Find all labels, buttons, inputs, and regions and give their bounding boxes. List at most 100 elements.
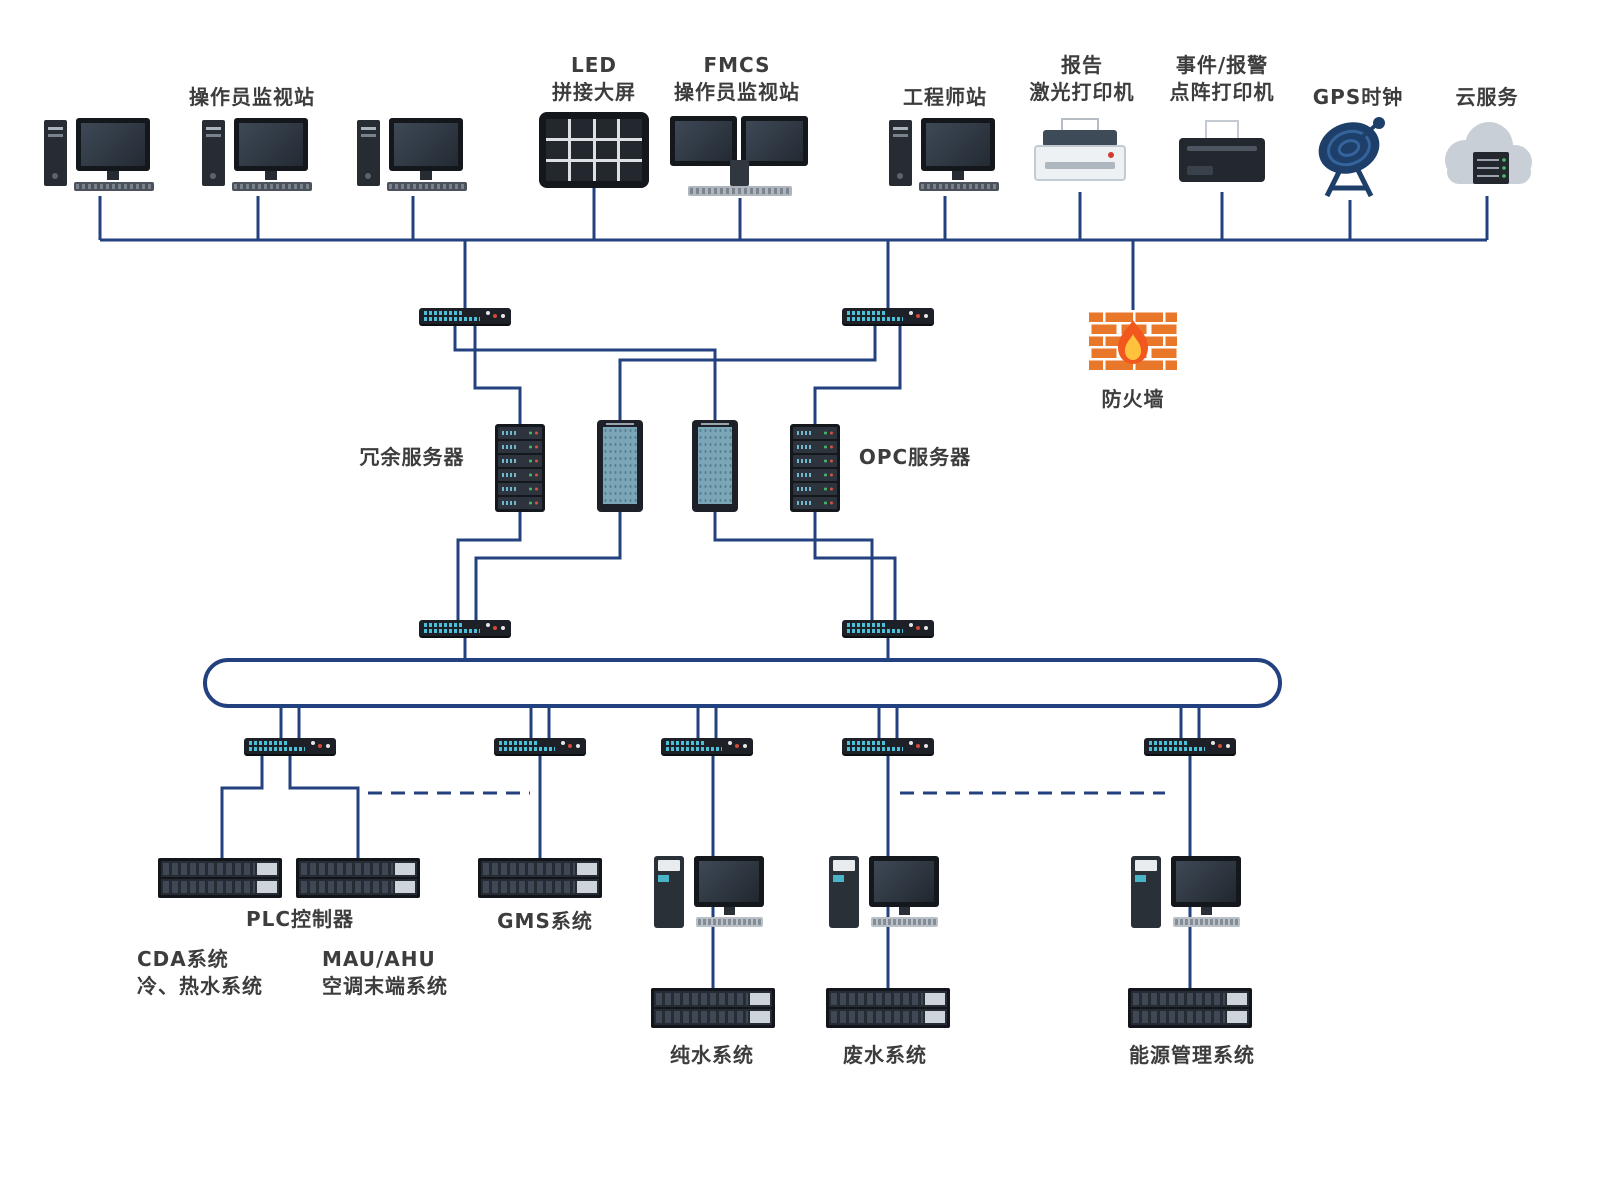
label-pure-water: 纯水系统	[670, 1043, 754, 1067]
label-mau-ahu: MAU/AHU 空调末端系统	[322, 947, 448, 998]
plc-rack-waste-water-icon	[826, 988, 950, 1028]
field-switch-5-icon	[1144, 738, 1236, 754]
pure-water-workstation-icon	[654, 856, 766, 936]
pc-keyboard-icon	[74, 182, 154, 191]
pc-monitor-icon	[1171, 856, 1241, 907]
pc-keyboard-icon	[387, 182, 467, 191]
core-drop-lines	[463, 240, 1135, 310]
energy-workstation-icon	[1131, 856, 1243, 936]
field-switch-1-icon	[244, 738, 336, 754]
pc-tower-icon	[829, 856, 859, 928]
pc-tower-icon	[654, 856, 684, 928]
switch-leds	[576, 744, 580, 748]
led-grid	[546, 119, 642, 181]
switch-leds	[501, 626, 505, 630]
ring-bus	[203, 658, 1282, 708]
pc-stand-icon	[899, 907, 910, 915]
label-gms-system: GMS系统	[497, 909, 593, 933]
pc-stand-icon	[265, 171, 277, 180]
switch-leds	[743, 744, 747, 748]
pc-stand-icon	[952, 171, 964, 180]
label-redundant-server: 冗余服务器	[359, 445, 465, 469]
operator-workstation-3-icon	[357, 118, 469, 198]
label-firewall: 防火墙	[1101, 387, 1165, 411]
waste-water-workstation-icon	[829, 856, 941, 936]
pc-keyboard-icon	[1173, 917, 1240, 927]
dot-matrix-printer-icon	[1179, 120, 1265, 192]
pc-tower-icon	[889, 120, 912, 186]
device-drop-lines	[98, 188, 1489, 240]
plc-rack-gms-icon	[478, 858, 602, 898]
cloud-service-icon	[1445, 122, 1532, 184]
pc-monitor-icon	[921, 118, 995, 171]
pc-monitor-icon	[76, 118, 150, 171]
switch-leds	[924, 626, 928, 630]
laser-printer-icon	[1034, 118, 1126, 192]
pc-stand-icon	[1201, 907, 1212, 915]
label-report-printer: 报告 激光打印机	[1029, 53, 1135, 104]
pc-keyboard-icon	[696, 917, 763, 927]
pc-monitor-icon	[389, 118, 463, 171]
plc-rack-pure-water-icon	[651, 988, 775, 1028]
monitor-right-icon	[741, 116, 808, 166]
label-energy-management: 能源管理系统	[1129, 1043, 1255, 1067]
pc-monitor-icon	[694, 856, 764, 907]
switch-leds	[924, 314, 928, 318]
pc-monitor-icon	[234, 118, 308, 171]
pc-tower-icon	[1131, 856, 1161, 928]
label-plc-controller: PLC控制器	[245, 907, 355, 931]
pc-keyboard-icon	[871, 917, 938, 927]
switch-leds	[501, 314, 505, 318]
label-waste-water: 废水系统	[843, 1043, 927, 1067]
label-opc-server: OPC服务器	[858, 445, 972, 469]
distribution-switch-2-icon	[842, 620, 934, 636]
plc-rack-cda-icon	[158, 858, 282, 898]
plc-rack-energy-icon	[1128, 988, 1252, 1028]
label-led-wall: LED 拼接大屏	[552, 53, 636, 104]
printer-top-icon	[1043, 130, 1117, 147]
printer-body-icon	[1179, 138, 1265, 182]
redundant-server-rack-icon	[495, 424, 545, 512]
field-switch-2-icon	[494, 738, 586, 754]
pc-monitor-icon	[869, 856, 939, 907]
cabinet-front-panel	[698, 427, 732, 504]
label-fmcs-station: FMCS 操作员监视站	[674, 53, 800, 104]
core-switch-2-icon	[842, 308, 934, 324]
fmcs-operator-station-icon	[670, 116, 810, 198]
pc-tower-icon	[357, 120, 380, 186]
pc-stand-icon	[107, 171, 119, 180]
engineer-workstation-icon	[889, 118, 1001, 198]
operator-workstation-1-icon	[44, 118, 156, 198]
label-cda-system: CDA系统 冷、热水系统	[137, 947, 263, 998]
switch-leds	[924, 744, 928, 748]
pc-tower-icon	[202, 120, 225, 186]
pc-tower-icon	[44, 120, 67, 186]
monitor-left-icon	[670, 116, 737, 166]
pc-keyboard-icon	[919, 182, 999, 191]
cabinet-front-panel	[603, 427, 637, 504]
distribution-switch-1-icon	[419, 620, 511, 636]
label-event-printer: 事件/报警 点阵打印机	[1169, 53, 1275, 104]
label-operator-station: 操作员监视站	[189, 85, 315, 109]
label-engineer-station: 工程师站	[903, 85, 987, 109]
pc-stand-icon	[420, 171, 432, 180]
pc-tower-icon	[730, 160, 749, 186]
server-cabinet-1-icon	[597, 420, 643, 512]
operator-workstation-2-icon	[202, 118, 314, 198]
led-video-wall-icon	[539, 112, 649, 188]
label-cloud-service: 云服务	[1455, 85, 1519, 109]
pc-keyboard-icon	[688, 186, 792, 196]
switch-leds	[1226, 744, 1230, 748]
core-switch-1-icon	[419, 308, 511, 324]
plc-rack-mau-icon	[296, 858, 420, 898]
pc-stand-icon	[724, 907, 735, 915]
switch-leds	[326, 744, 330, 748]
label-gps-clock: GPS时钟	[1312, 85, 1404, 109]
gps-clock-icon	[1318, 117, 1385, 198]
server-cabinet-2-icon	[692, 420, 738, 512]
printer-body-icon	[1034, 145, 1126, 181]
firewall-icon	[1089, 310, 1177, 372]
field-switch-4-icon	[842, 738, 934, 754]
